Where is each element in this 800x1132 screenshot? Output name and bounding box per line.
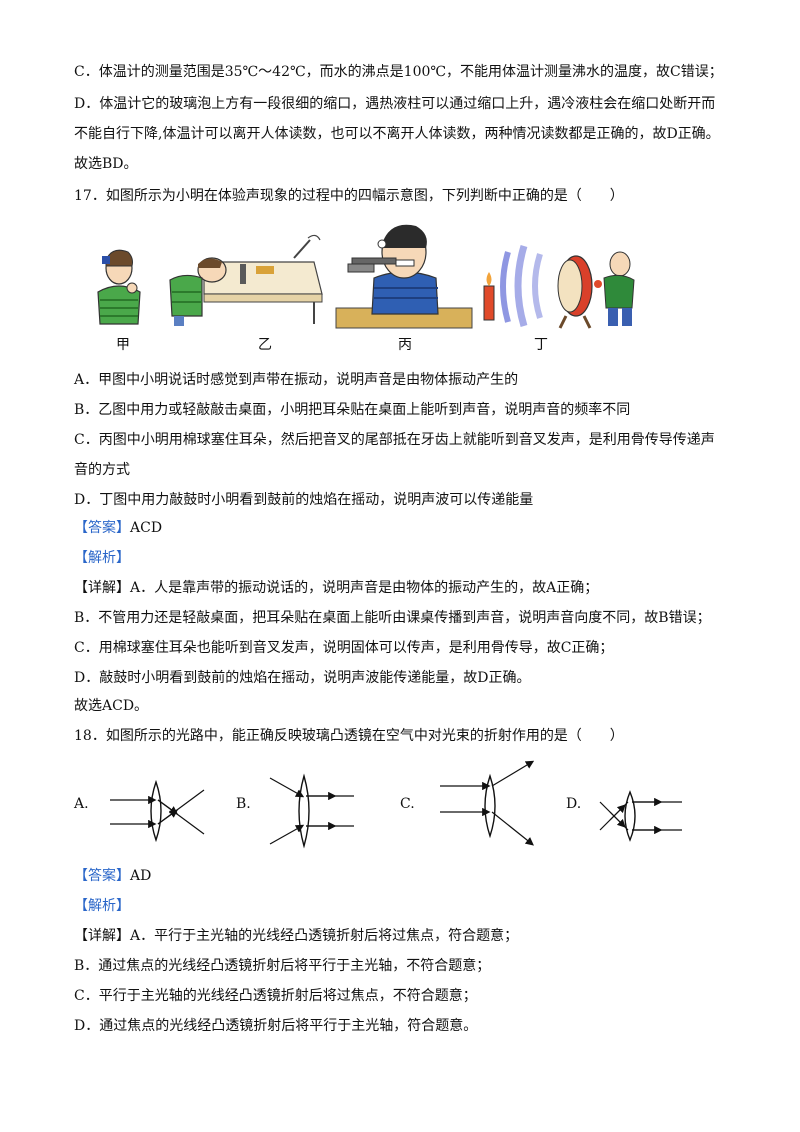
q18-detail-a: 【详解】A．平行于主光轴的光线经凸透镜折射后将过焦点，符合题意； [74,926,518,946]
q17-option-c-cont: 音的方式 [74,462,130,478]
q16-conclusion: 故选BD。 [74,156,138,172]
q17-conclusion: 故选ACD。 [74,698,149,714]
q18-option-label-a: A. [74,796,89,812]
q17-option-a: A．甲图中小明说话时感觉到声带在振动，说明声音是由物体振动产生的 [74,372,519,388]
q17-figure-ding [483,244,635,329]
q17-answer: 【答案】ACD [74,518,162,538]
q17-figure-yi [169,234,323,326]
q17-stem: 17．如图所示为小明在体验声现象的过程中的四幅示意图，下列判断中正确的是（ ） [74,188,624,204]
q17-figure-jia [97,249,141,325]
q17-figure-bing [335,224,473,329]
q17-detail-d: D．敲鼓时小明看到鼓前的烛焰在摇动，说明声波能传递能量，故D正确。 [74,670,531,686]
q18-answer-tag: 【答案】 [74,868,130,884]
q18-diagram-a [110,779,205,843]
q18-detail-a-text: A．平行于主光轴的光线经凸透镜折射后将过焦点，符合题意； [130,928,519,944]
q18-detail-d: D．通过焦点的光线经凸透镜折射后将平行于主光轴，符合题意。 [74,1018,478,1034]
q18-detail-b: B．通过焦点的光线经凸透镜折射后将平行于主光轴，不符合题意； [74,958,491,974]
q17-option-b: B．乙图中用力或轻敲敲击桌面，小明把耳朵贴在桌面上能听到声音，说明声音的频率不同 [74,402,631,418]
q17-figure-label-bing: 丙 [398,337,412,353]
q17-figure-label-yi: 乙 [258,337,272,353]
q17-detail-a: 【详解】A．人是靠声带的振动说话的，说明声音是由物体的振动产生的，故A正确； [74,578,598,598]
q18-detail-c: C．平行于主光轴的光线经凸透镜折射后将过焦点，不符合题意； [74,988,477,1004]
q17-detail-tag: 【详解】 [74,580,130,596]
q17-analysis-tag: 【解析】 [74,550,130,566]
q16-option-d-explanation: D．体温计它的玻璃泡上方有一段很细的缩口，遇热液柱可以通过缩口上升，遇冷液柱会在… [74,96,716,112]
q18-diagram-c [440,760,535,846]
q17-figure-label-jia: 甲 [116,337,130,353]
q18-analysis-tag: 【解析】 [74,898,130,914]
q16-option-d-explanation-cont: 不能自行下降,体温计可以离开人体读数，也可以不离开人体读数，两种情况读数都是正确… [74,126,720,142]
q18-option-label-b: B. [236,796,251,812]
q18-diagram-b [269,773,354,849]
q18-option-label-c: C. [400,796,415,812]
q17-answer-value: ACD [130,520,163,536]
q17-detail-b: B．不管用力还是轻敲桌面，把耳朵贴在桌面上能听由课桌传播到声音，说明声音向度不同… [74,610,711,626]
q18-stem: 18．如图所示的光路中，能正确反映玻璃凸透镜在空气中对光束的折射作用的是（ ） [74,728,624,744]
q18-answer-value: AD [130,868,152,884]
q18-diagram-d [599,790,682,842]
q17-detail-a-text: A．人是靠声带的振动说话的，说明声音是由物体的振动产生的，故A正确； [130,580,599,596]
q17-option-d: D．丁图中用力敲鼓时小明看到鼓前的烛焰在摇动，说明声波可以传递能量 [74,492,534,508]
q18-answer: 【答案】AD [74,866,151,886]
q17-detail-c: C．用棉球塞住耳朵也能听到音叉发声，说明固体可以传声，是利用骨传导，故C正确； [74,640,614,656]
q17-option-c: C．丙图中小明用棉球塞住耳朵，然后把音叉的尾部抵在牙齿上就能听到音叉发声，是利用… [74,432,715,448]
q18-option-label-d: D. [566,796,582,812]
q17-answer-tag: 【答案】 [74,520,130,536]
q16-option-c-explanation: C．体温计的测量范围是35℃～42℃，而水的沸点是100℃，不能用体温计测量沸水… [74,64,723,80]
q18-detail-tag: 【详解】 [74,928,130,944]
q17-figure-label-ding: 丁 [534,337,548,353]
